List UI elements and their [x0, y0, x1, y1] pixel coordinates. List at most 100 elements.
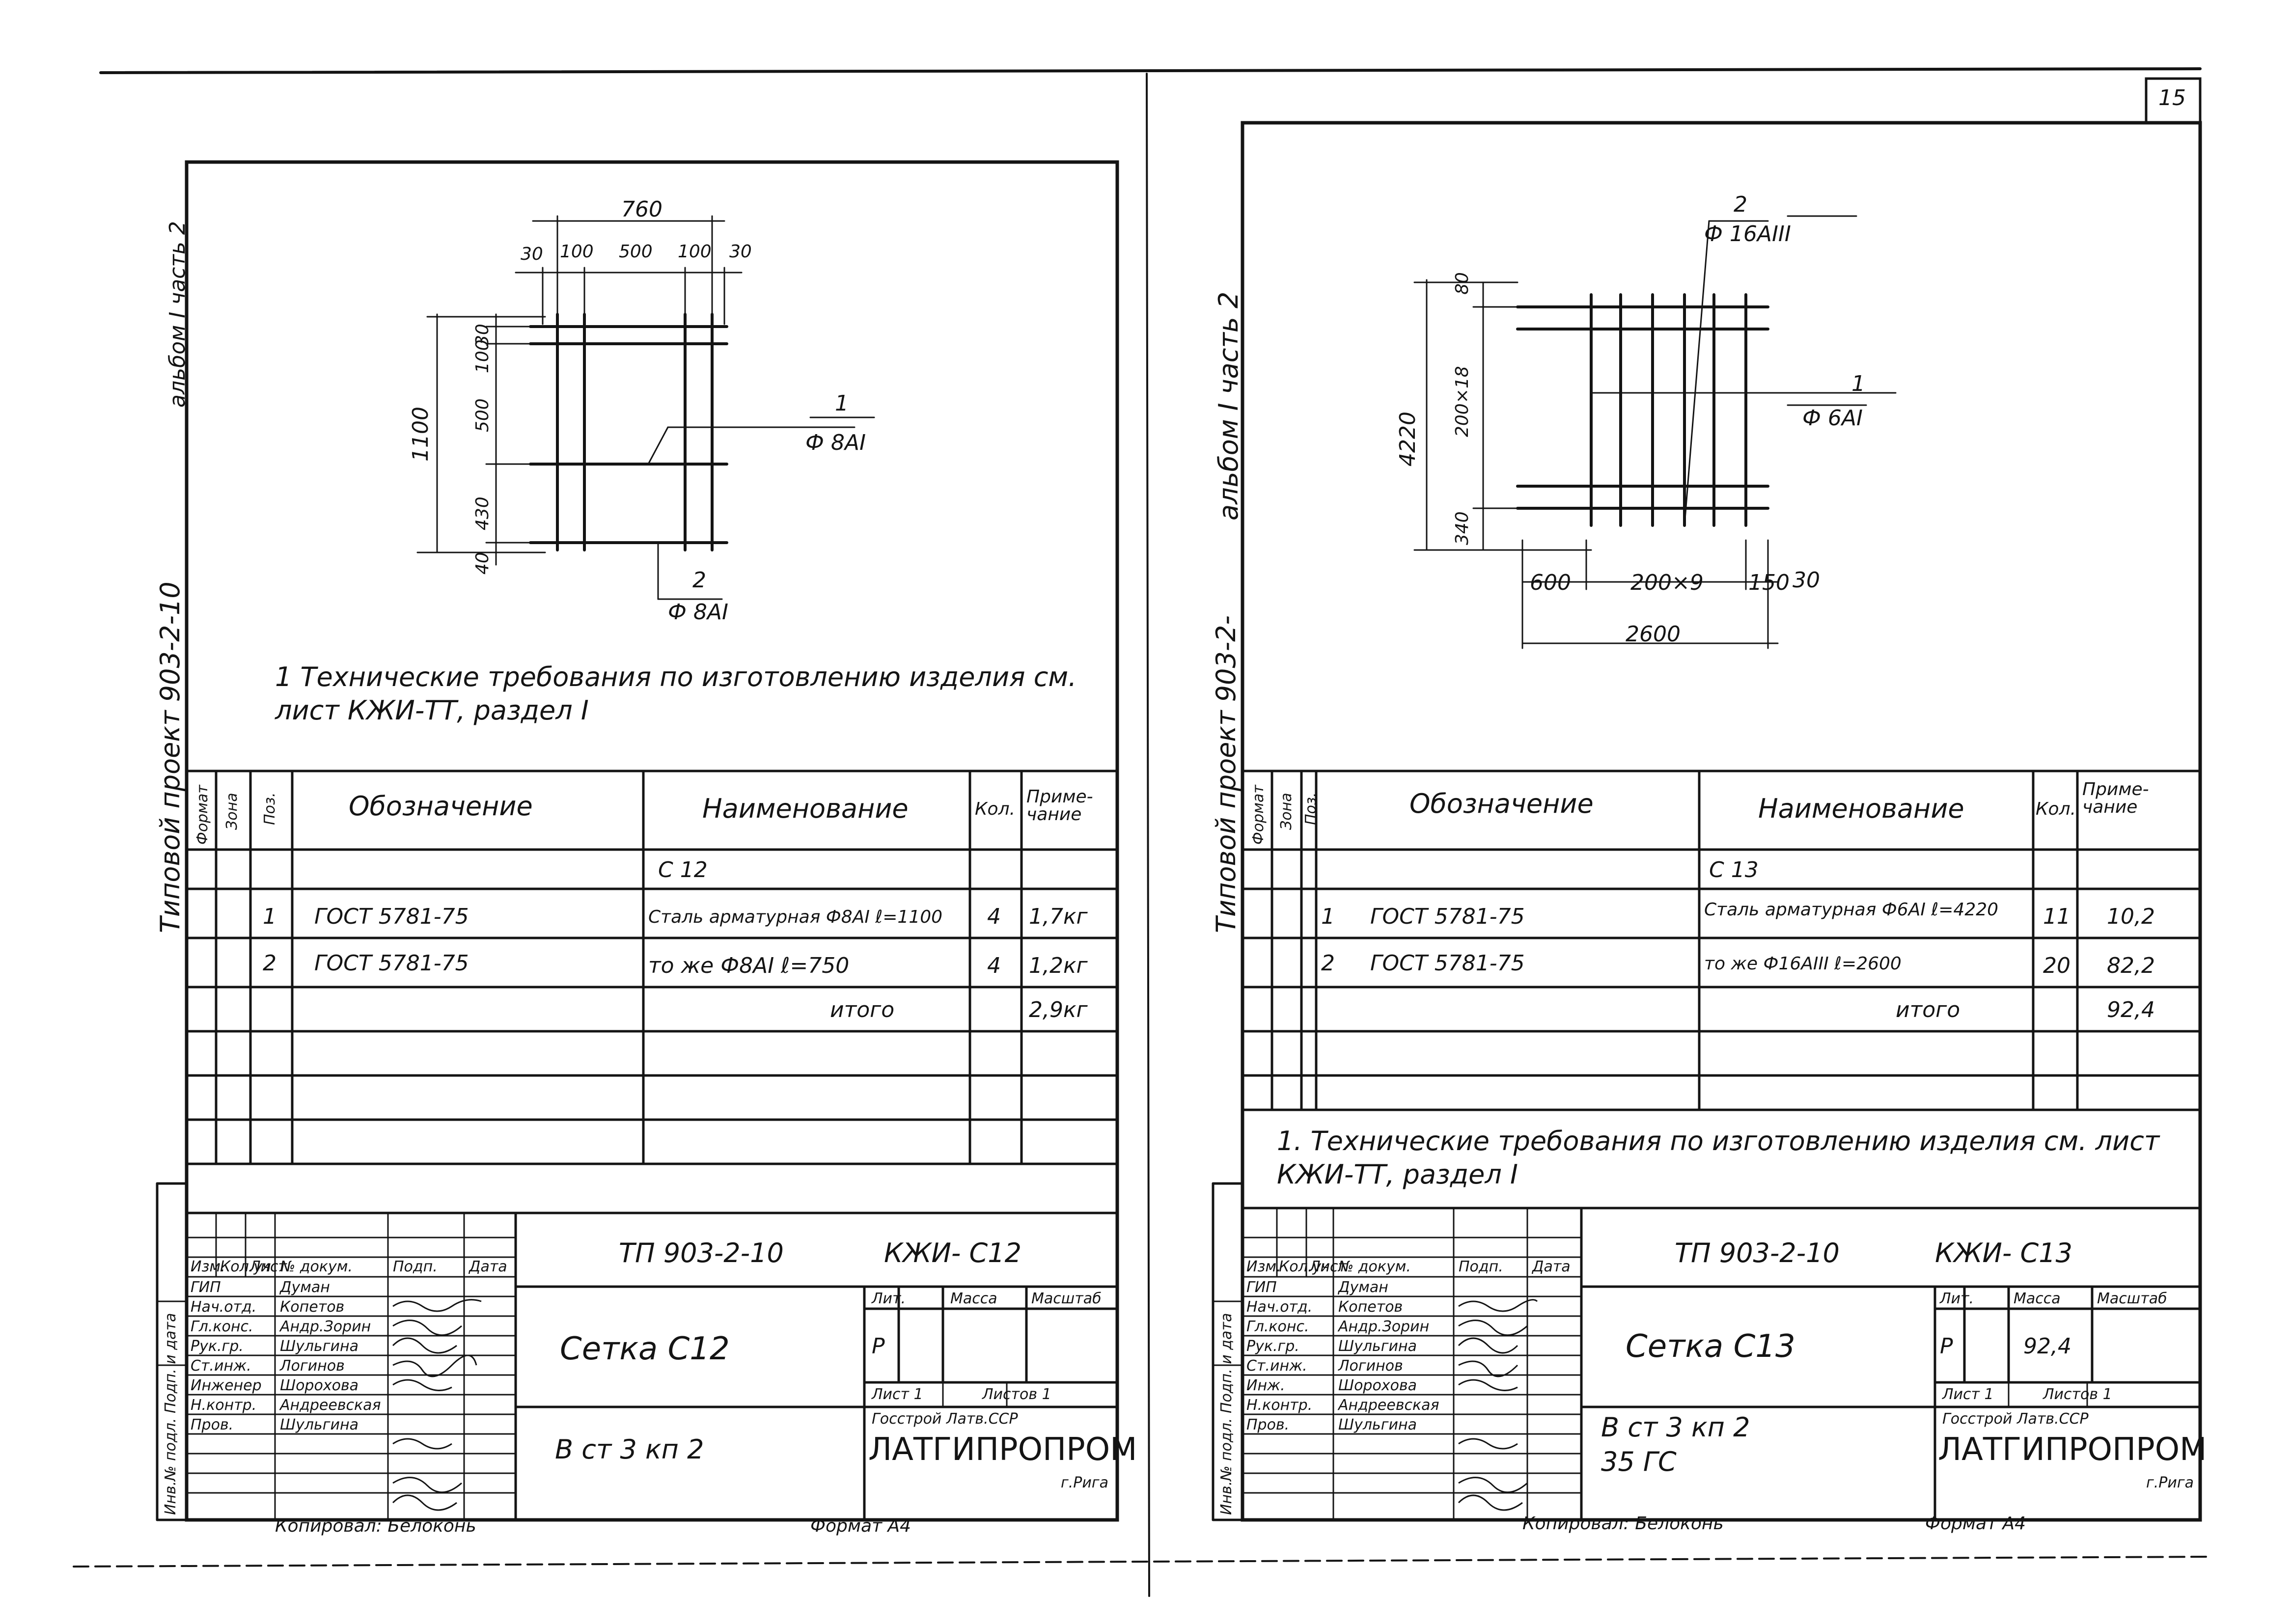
left-th-designation: Обозначение: [349, 791, 533, 822]
right-mass: 92,4: [2023, 1334, 2071, 1359]
right-dim-bottom: 150: [1748, 570, 1790, 595]
left-person-name: Шульгина: [280, 1416, 359, 1433]
center-fold-line: [1146, 73, 1150, 1597]
left-stamp-col: № докум.: [280, 1258, 353, 1275]
right-stamp-col: Лист: [1309, 1258, 1347, 1275]
right-stamp-col: Подп.: [1459, 1258, 1503, 1275]
left-stamp-sheet-code: КЖИ- С12: [884, 1238, 1021, 1268]
left-person-role: Гл.конс.: [191, 1318, 253, 1335]
left-callout-2-spec: Ф 8АI: [668, 600, 728, 625]
right-row-2-qty: 20: [2043, 953, 2070, 978]
left-person-name: Шорохова: [280, 1377, 359, 1394]
right-row-2-name: то же Ф16АIII ℓ=2600: [1704, 954, 1902, 974]
left-mass-header: Масса: [950, 1290, 997, 1307]
left-dim-top: 100: [678, 242, 712, 262]
right-person-name: Шульгина: [1338, 1416, 1417, 1433]
signature-scribbles: [392, 1299, 1538, 1511]
right-title-block-grid: [1241, 1207, 2202, 1521]
right-sheet: Лист 1: [1942, 1386, 1994, 1403]
left-row-1-name: Сталь арматурная Ф8АI ℓ=1100: [648, 907, 943, 927]
left-callout-1-pos: 1: [835, 391, 849, 416]
right-row-1-name: Сталь арматурная Ф6АI ℓ=4220: [1704, 900, 1999, 920]
right-th-qty: Кол.: [2036, 799, 2076, 819]
right-person-name: Копетов: [1338, 1298, 1403, 1316]
right-note: 1. Технические требования по изготовлени…: [1277, 1126, 2160, 1190]
right-person-role: ГИП: [1246, 1279, 1277, 1296]
right-person-name: Андреевская: [1338, 1397, 1439, 1414]
left-sheet-frame: [185, 160, 1119, 1522]
right-mesh-bars: [1516, 293, 1769, 527]
left-person-name: Андр.Зорин: [280, 1318, 371, 1335]
left-row-2-note: 1,2кг: [1029, 953, 1088, 978]
right-person-role: Инж.: [1246, 1377, 1285, 1394]
left-sheets: Листов 1: [982, 1386, 1051, 1403]
left-sheet: Лист 1: [872, 1386, 923, 1403]
left-row-0-name: С 12: [658, 857, 708, 882]
right-th-format: Формат: [1250, 785, 1267, 845]
left-scale-header: Масштаб: [1031, 1290, 1102, 1307]
right-person-name: Логинов: [1338, 1357, 1403, 1375]
left-stamp-col: Дата: [469, 1258, 507, 1275]
left-row-1-qty: 4: [987, 904, 1001, 929]
right-th-pos: Поз.: [1302, 792, 1320, 825]
right-sheet-frame: [1241, 121, 2202, 1522]
right-th-zone: Зона: [1278, 793, 1295, 830]
left-th-name: Наименование: [702, 793, 909, 824]
right-side-stamp: Инв.№ подл. Подп. и дата: [1218, 1313, 1235, 1515]
right-dim-bottom: 600: [1530, 570, 1571, 595]
left-th-pos: Поз.: [261, 792, 278, 825]
right-person-role: Н.контр.: [1246, 1397, 1313, 1414]
left-person-role: Рук.гр.: [191, 1338, 244, 1355]
right-row-1-note: 10,2: [2107, 904, 2155, 929]
right-stamp-col: Изм.: [1246, 1258, 1281, 1275]
left-mesh-bars: [529, 313, 728, 551]
right-stamp-col: Дата: [1532, 1258, 1571, 1275]
right-row-2-note: 82,2: [2107, 953, 2155, 978]
page-number: 15: [2158, 85, 2186, 110]
left-row-2-name: то же Ф8АI ℓ=750: [648, 953, 850, 978]
left-stamp-col: Лист: [249, 1258, 287, 1275]
right-stamp-material-2: 35 ГС: [1601, 1446, 1677, 1477]
left-dim-top: 500: [619, 242, 653, 262]
right-person-name: Думан: [1338, 1279, 1388, 1296]
left-person-role: ГИП: [191, 1279, 221, 1296]
left-stamp-col: Подп.: [393, 1258, 438, 1275]
right-person-name: Шульгина: [1338, 1338, 1417, 1355]
left-row-2-pos: 2: [263, 951, 276, 976]
right-stamp-material: В ст 3 кп 2: [1601, 1412, 1750, 1443]
left-person-name: Андреевская: [280, 1397, 381, 1414]
right-dim-bottom: 30: [1793, 568, 1820, 593]
left-row-3-note: 2,9кг: [1029, 997, 1088, 1022]
right-row-2-designation: ГОСТ 5781-75: [1370, 951, 1525, 976]
right-city: г.Рига: [2146, 1474, 2194, 1491]
left-dim-top: 100: [560, 242, 594, 262]
right-person-role: Гл.конс.: [1246, 1318, 1309, 1335]
left-copied-by: Копировал: Белоконь: [275, 1516, 476, 1536]
right-row-1-pos: 1: [1321, 904, 1335, 929]
right-stage: Р: [1940, 1334, 1953, 1359]
left-dim-side: 430: [472, 496, 493, 530]
right-stamp-code: ТП 903-2-10: [1675, 1238, 1840, 1268]
left-person-role: Нач.отд.: [191, 1298, 257, 1316]
right-row-1-designation: ГОСТ 5781-75: [1370, 904, 1525, 929]
left-dim-side: 40: [472, 552, 493, 575]
left-title-block-grid: [185, 1211, 1119, 1521]
right-sheets: Листов 1: [2043, 1386, 2112, 1403]
left-row-2-qty: 4: [987, 953, 1001, 978]
left-row-1-pos: 1: [263, 904, 276, 929]
right-row-0-name: С 13: [1709, 857, 1759, 882]
left-person-name: Думан: [280, 1279, 330, 1296]
right-dim-side: 80: [1452, 272, 1472, 295]
left-th-zone: Зона: [223, 793, 241, 830]
right-stamp-sheet-code: КЖИ- С13: [1935, 1238, 2072, 1268]
right-dim-bottom: 200×9: [1630, 570, 1704, 595]
right-th-name: Наименование: [1758, 793, 1964, 824]
right-stamp-col: Кол.уч: [1279, 1258, 1330, 1275]
right-scale-header: Масштаб: [2097, 1290, 2167, 1307]
right-org: ЛАТГИПРОПРОМ: [1938, 1431, 2207, 1468]
right-org-line: Госстрой Латв.ССР: [1942, 1410, 2089, 1428]
right-row-2-pos: 2: [1321, 951, 1335, 976]
left-callout-1-spec: Ф 8АI: [805, 430, 866, 455]
right-format: Формат А4: [1925, 1514, 2026, 1534]
